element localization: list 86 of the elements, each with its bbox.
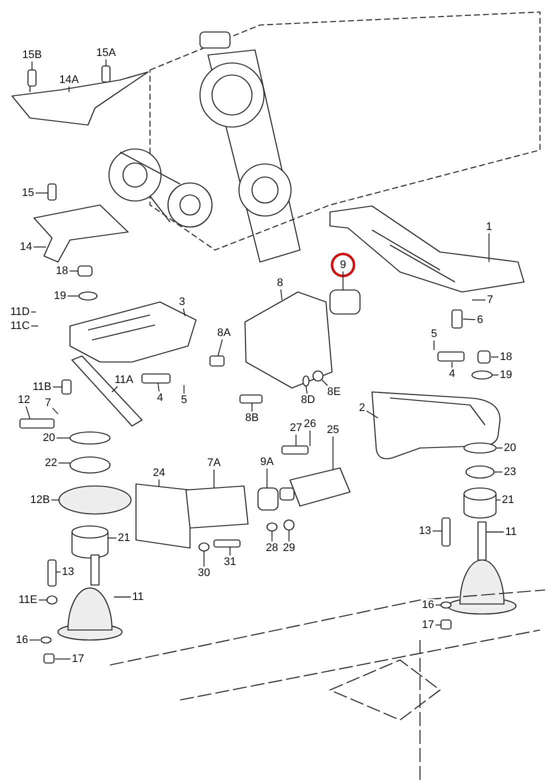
leader-line [432,530,442,532]
callout-number: 22 [44,457,58,469]
leader-line [158,479,160,488]
callout-number: 20 [502,442,518,454]
callout-number: 16 [14,634,30,646]
callout-number: 11B [32,381,52,393]
callout-number: 18 [54,265,70,277]
leader-line [112,386,118,392]
leader-line [52,408,58,414]
leader-line [33,246,46,248]
callout-number: 8 [276,277,284,289]
leader-line [492,374,499,376]
leader-line [306,386,308,394]
callout-number: 13 [418,525,432,537]
leader-line [54,658,71,660]
callout-number: 5 [180,394,188,406]
callout-number: 29 [282,542,296,554]
callout-number: 11D [9,306,31,318]
callout-number: 15A [95,47,117,59]
leader-line [435,604,442,606]
callout-number: 9 [338,259,348,271]
callout-number: 11 [504,526,518,538]
leader-line [490,356,499,358]
leader-line [69,270,78,272]
callout-number: 19 [498,369,514,381]
callout-number: 8A [216,327,232,339]
callout-number: 12 [16,394,32,406]
leader-line [182,308,186,316]
callout-number: 8E [326,386,342,398]
leader-line [462,318,476,320]
callout-number: 16 [420,599,436,611]
callout-number: 27 [288,422,304,434]
leader-line [266,468,268,488]
leader-line [26,406,30,420]
callout-number: 24 [152,467,166,479]
callout-number: 15 [20,187,36,199]
leader-line [114,596,132,598]
callout-number: 3 [178,296,186,308]
callout-number: 13 [60,566,76,578]
callout-number: 31 [222,556,238,568]
callout-number: 12B [29,494,51,506]
callout-number: 4 [448,368,456,380]
leader-line [366,410,378,418]
callout-number: 11A [114,374,134,386]
callout-number: 8D [300,394,316,406]
callout-number: 11C [9,320,31,332]
callout-number: 8B [244,412,260,424]
callout-number: 17 [70,653,86,665]
leader-line [332,436,334,470]
callout-number: 18 [498,351,514,363]
leader-line [435,624,442,626]
callout-number: 26 [302,418,318,430]
leader-line [35,192,48,194]
callout-number: 14A [58,74,80,86]
callout-number: 21 [500,494,516,506]
leader-line [68,86,70,92]
callout-number: 23 [502,466,518,478]
leader-line [158,382,160,392]
callout-number: 20 [42,432,56,444]
callout-number: 11E [18,594,38,606]
callout-number: 7 [44,397,52,409]
callout-number: 2 [358,402,366,414]
callout-number: 4 [156,392,164,404]
callout-number: 14 [18,241,34,253]
callout-number: 19 [52,290,68,302]
callout-number: 5 [430,328,438,340]
leader-line [218,339,223,356]
callout-number: 28 [264,542,280,554]
callout-number: 6 [476,314,484,326]
callout-number: 7 [486,294,494,306]
leader-line [52,386,62,388]
callout-number: 25 [326,424,340,436]
callout-number: 15B [21,49,43,61]
callout-number: 30 [196,567,212,579]
callout-number: 7A [206,457,222,469]
leader-line [488,233,490,262]
leader-line [322,380,328,386]
callout-number: 11 [131,591,145,603]
callout-number: 9A [259,456,275,468]
leader-line [342,271,344,290]
callout-number: 1 [484,221,494,233]
leader-line [280,289,282,300]
leader-line [288,530,290,542]
leader-line [58,462,70,464]
callout-number: 17 [420,619,436,631]
callout-number: 21 [116,532,132,544]
